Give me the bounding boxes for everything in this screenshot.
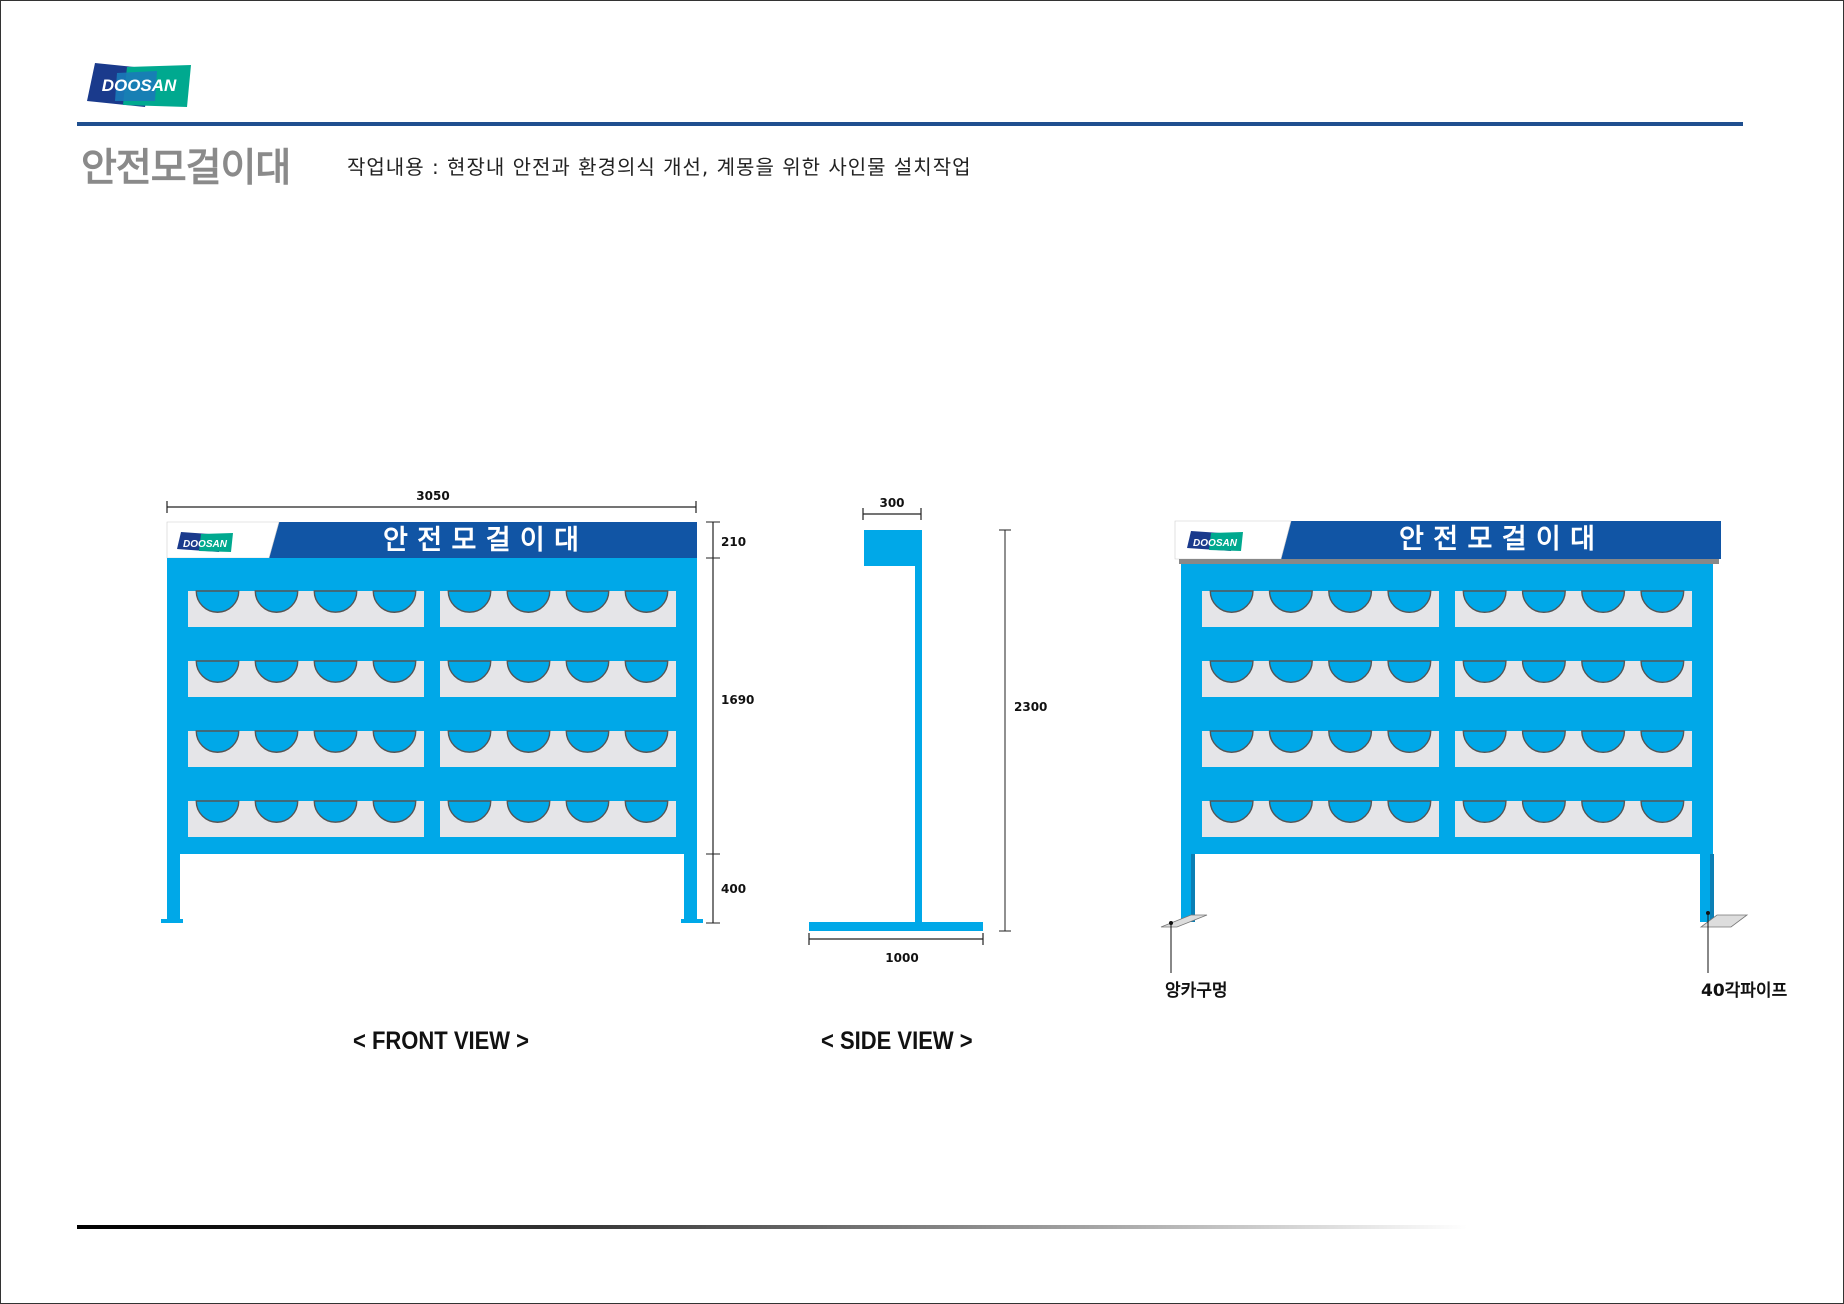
hook-cutout — [624, 800, 669, 823]
hook-cutout — [313, 800, 358, 823]
hook-cutout — [506, 800, 551, 823]
hook-cutout — [195, 800, 240, 823]
front-hanger-panels — [188, 590, 676, 837]
front-view-label: < FRONT VIEW > — [353, 1027, 530, 1055]
hook-cutout — [1328, 800, 1373, 823]
hook-cutout — [1328, 590, 1373, 613]
hook-cutout — [506, 590, 551, 613]
hook-cutout — [624, 730, 669, 753]
hook-cutout — [372, 730, 417, 753]
hook-cutout — [1462, 660, 1507, 683]
hook-cutout — [1462, 730, 1507, 753]
hook-cutout — [565, 660, 610, 683]
hook-cutout — [1209, 730, 1254, 753]
hook-cutout — [1581, 660, 1626, 683]
side-view: 300 1000 2300 — [808, 496, 1047, 965]
page-title: 안전모걸이대 — [81, 146, 291, 191]
hook-cutout — [624, 590, 669, 613]
hook-cutout — [1387, 660, 1432, 683]
hook-cutout — [254, 730, 299, 753]
hook-cutout — [1640, 590, 1685, 613]
hook-cutout — [195, 590, 240, 613]
hook-cutout — [1640, 660, 1685, 683]
hook-cutout — [372, 590, 417, 613]
hook-cutout — [313, 590, 358, 613]
hook-cutout — [195, 660, 240, 683]
hook-cutout — [1462, 800, 1507, 823]
hook-cutout — [1581, 800, 1626, 823]
hook-cutout — [1387, 730, 1432, 753]
hook-cutout — [1328, 730, 1373, 753]
anchor-hole-label: 앙카구멍 — [1165, 981, 1228, 1001]
hook-cutout — [372, 660, 417, 683]
side-view-label: < SIDE VIEW > — [821, 1027, 973, 1055]
dim-front-width: 3050 — [416, 489, 449, 503]
hook-cutout — [1581, 590, 1626, 613]
work-description: 작업내용 : 현장내 안전과 환경의식 개선, 계몽을 위한 사인물 설치작업 — [347, 155, 972, 179]
dim-front-leg: 400 — [721, 882, 746, 896]
perspective-hanger-panels — [1202, 590, 1692, 837]
hook-cutout — [1209, 590, 1254, 613]
svg-text:DOOSAN: DOOSAN — [183, 539, 228, 550]
hook-cutout — [1209, 660, 1254, 683]
dim-front-body: 1690 — [721, 693, 754, 707]
hook-cutout — [506, 730, 551, 753]
perspective-view: DOOSAN 안 전 모 걸 이 대 — [1160, 520, 1749, 973]
hook-cutout — [1328, 660, 1373, 683]
hook-cutout — [1521, 660, 1566, 683]
footer-rule — [77, 1225, 1467, 1229]
hook-cutout — [624, 660, 669, 683]
front-sign-title: 안 전 모 걸 이 대 — [383, 525, 579, 556]
svg-text:DOOSAN: DOOSAN — [102, 76, 177, 95]
hook-cutout — [565, 800, 610, 823]
hook-cutout — [447, 800, 492, 823]
dim-side-total: 2300 — [1014, 700, 1047, 714]
dim-side-top: 300 — [879, 496, 904, 510]
hook-cutout — [565, 730, 610, 753]
hook-cutout — [1521, 590, 1566, 613]
hook-cutout — [506, 660, 551, 683]
hook-cutout — [254, 590, 299, 613]
hook-cutout — [1387, 590, 1432, 613]
hook-cutout — [447, 730, 492, 753]
hook-cutout — [1521, 800, 1566, 823]
hook-cutout — [565, 590, 610, 613]
hook-cutout — [1268, 730, 1313, 753]
hook-cutout — [1268, 660, 1313, 683]
front-view: 3050 DOOSAN 안 전 모 걸 이 대 2 — [161, 489, 754, 924]
perspective-sign-title: 안 전 모 걸 이 대 — [1399, 524, 1595, 555]
doosan-logo: DOOSAN — [87, 63, 191, 107]
hook-cutout — [1521, 730, 1566, 753]
hook-cutout — [1640, 800, 1685, 823]
hook-cutout — [254, 660, 299, 683]
hook-cutout — [447, 660, 492, 683]
hook-cutout — [1462, 590, 1507, 613]
sign-logo-perspective: DOOSAN — [1187, 531, 1243, 551]
pipe-label: 40각파이프 — [1701, 981, 1788, 1001]
hook-cutout — [1387, 800, 1432, 823]
hook-cutout — [313, 660, 358, 683]
hook-cutout — [1268, 590, 1313, 613]
hook-cutout — [195, 730, 240, 753]
hook-cutout — [313, 730, 358, 753]
hook-cutout — [372, 800, 417, 823]
svg-text:DOOSAN: DOOSAN — [1193, 538, 1238, 549]
dim-side-base: 1000 — [885, 951, 918, 965]
hook-cutout — [447, 590, 492, 613]
hook-cutout — [1640, 730, 1685, 753]
hook-cutout — [1268, 800, 1313, 823]
header-rule — [77, 122, 1743, 126]
hook-cutout — [254, 800, 299, 823]
hook-cutout — [1581, 730, 1626, 753]
dim-front-header: 210 — [721, 535, 746, 549]
hook-cutout — [1209, 800, 1254, 823]
sign-logo: DOOSAN — [177, 532, 233, 552]
